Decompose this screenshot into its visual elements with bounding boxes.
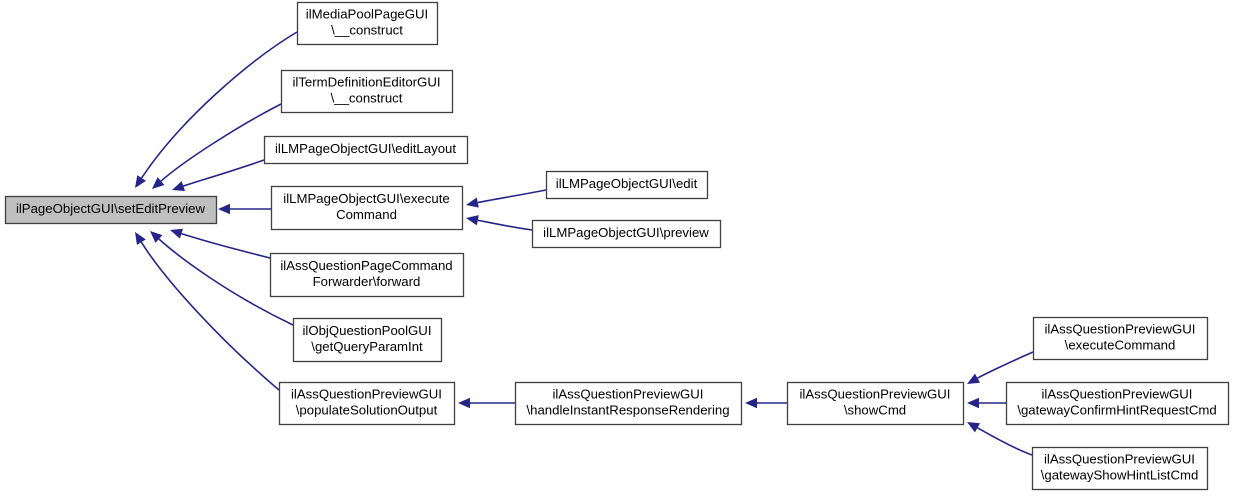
edge-arrowhead xyxy=(150,231,163,243)
edge-arrowhead xyxy=(745,397,757,409)
call-edge xyxy=(466,189,547,208)
node-label-line: \populateSolutionOutput xyxy=(296,402,438,417)
graph-node-qpoolgui_getqueryparamint[interactable]: ilObjQuestionPoolGUI\getQueryParamInt xyxy=(292,317,443,363)
node-label-line: \handleInstantResponseRendering xyxy=(526,402,729,417)
edge-line xyxy=(977,427,1033,456)
edge-arrowhead xyxy=(172,181,186,191)
call-edge xyxy=(172,159,265,191)
call-edge xyxy=(967,422,1033,456)
node-box[interactable] xyxy=(269,252,465,298)
node-box[interactable] xyxy=(278,381,456,426)
node-label-line: ilAssQuestionPreviewGUI xyxy=(1042,386,1193,401)
nodes-layer: ilPageObjectGUI\setEditPreview ilMediaPoo… xyxy=(4,1,1230,491)
graph-node-root[interactable]: ilPageObjectGUI\setEditPreview xyxy=(4,195,218,225)
node-label-line: Forwarder\forward xyxy=(313,274,421,289)
node-box[interactable] xyxy=(1031,446,1209,491)
node-label-line: \showCmd xyxy=(844,402,906,417)
node-label-line: ilAssQuestionPreviewGUI xyxy=(553,386,704,401)
node-label-line: ilTermDefinitionEditorGUI xyxy=(292,74,440,89)
node-label-line: ilAssQuestionPreviewGUI xyxy=(1045,321,1196,336)
edge-arrowhead xyxy=(466,215,479,226)
node-box[interactable] xyxy=(545,170,709,200)
node-label-line: ilLMPageObjectGUI\execute xyxy=(283,191,449,206)
graph-node-lm_executecommand[interactable]: ilLMPageObjectGUI\executeCommand xyxy=(270,185,464,231)
node-label-line: \gatewayShowHintListCmd xyxy=(1041,467,1199,482)
node-label-line: ilLMPageObjectGUI\editLayout xyxy=(275,141,456,156)
graph-node-preview_gatewayshowhintlistcmd[interactable]: ilAssQuestionPreviewGUI\gatewayShowHintL… xyxy=(1031,446,1209,491)
node-label-line: ilAssQuestionPreviewGUI xyxy=(291,386,442,401)
edge-arrowhead xyxy=(466,197,479,208)
graph-node-termdef_construct[interactable]: ilTermDefinitionEditorGUI\__construct xyxy=(280,69,454,114)
node-label-line: ilObjQuestionPoolGUI xyxy=(302,323,431,338)
edge-arrowhead xyxy=(218,203,230,215)
node-box[interactable] xyxy=(292,317,443,363)
node-box[interactable] xyxy=(531,219,722,249)
node-box[interactable] xyxy=(296,1,439,46)
node-label-line: \executeCommand xyxy=(1065,337,1176,352)
node-label-line: ilMediaPoolPageGUI xyxy=(306,6,428,21)
call-edge xyxy=(967,397,1006,409)
node-label-line: ilLMPageObjectGUI\edit xyxy=(556,176,698,191)
node-box[interactable] xyxy=(786,381,965,426)
graph-node-preview_populatesolutionoutput[interactable]: ilAssQuestionPreviewGUI\populateSolution… xyxy=(278,381,456,426)
node-box[interactable] xyxy=(1005,381,1230,426)
graph-node-preview_gatewayconfirmhintrequestcmd[interactable]: ilAssQuestionPreviewGUI\gatewayConfirmHi… xyxy=(1005,381,1230,426)
call-edge xyxy=(458,397,515,409)
edge-line xyxy=(477,219,533,231)
node-label-line: ilLMPageObjectGUI\preview xyxy=(543,225,709,240)
call-edge xyxy=(152,103,282,189)
graph-node-lm_edit[interactable]: ilLMPageObjectGUI\edit xyxy=(545,170,709,200)
node-box[interactable] xyxy=(270,185,464,231)
graph-node-lm_editlayout[interactable]: ilLMPageObjectGUI\editLayout xyxy=(263,135,469,165)
edge-line xyxy=(158,238,294,326)
root-node-box[interactable] xyxy=(4,195,218,225)
node-label-line: ilPageObjectGUI\setEditPreview xyxy=(16,201,206,216)
node-label-line: \getQueryParamInt xyxy=(311,339,423,354)
call-edge xyxy=(170,228,271,259)
node-label-line: Command xyxy=(336,207,397,222)
edge-arrowhead xyxy=(967,397,979,409)
graph-node-mediapool_construct[interactable]: ilMediaPoolPageGUI\__construct xyxy=(296,1,439,46)
node-label-line: ilAssQuestionPreviewGUI xyxy=(1044,451,1195,466)
node-label-line: ilAssQuestionPreviewGUI xyxy=(800,386,951,401)
graph-node-lm_preview[interactable]: ilLMPageObjectGUI\preview xyxy=(531,219,722,249)
graph-node-preview_executecommand[interactable]: ilAssQuestionPreviewGUI\executeCommand xyxy=(1032,316,1209,361)
node-label-line: \__construct xyxy=(331,90,403,105)
edge-line xyxy=(140,241,280,391)
edge-line xyxy=(977,351,1034,379)
edge-arrowhead xyxy=(170,228,184,239)
graph-node-preview_handleinstantresponserendering[interactable]: ilAssQuestionPreviewGUI\handleInstantRes… xyxy=(514,381,743,426)
call-edge xyxy=(150,231,294,326)
edge-line xyxy=(160,103,282,182)
edge-arrowhead xyxy=(135,232,146,245)
node-label-line: ilAssQuestionPageCommand xyxy=(280,258,452,273)
graph-node-pagecmdforwarder_forward[interactable]: ilAssQuestionPageCommandForwarder\forwar… xyxy=(269,252,465,298)
call-edge xyxy=(218,203,271,215)
edge-arrowhead xyxy=(152,177,165,189)
node-box[interactable] xyxy=(1032,316,1209,361)
call-edge xyxy=(135,232,280,391)
call-edge xyxy=(745,397,787,409)
call-edge xyxy=(967,351,1034,384)
call-edge xyxy=(135,31,298,188)
edge-line xyxy=(140,31,298,179)
call-edge xyxy=(466,215,533,231)
edge-line xyxy=(181,232,271,259)
node-box[interactable] xyxy=(280,69,454,114)
edge-arrowhead xyxy=(135,175,146,188)
edge-arrowhead xyxy=(967,373,981,384)
node-box[interactable] xyxy=(263,135,469,165)
node-box[interactable] xyxy=(514,381,743,426)
edge-line xyxy=(183,159,265,187)
edge-arrowhead xyxy=(458,397,470,409)
edge-arrowhead xyxy=(967,422,981,433)
edges-layer xyxy=(135,31,1034,456)
edge-line xyxy=(477,189,547,204)
node-label-line: \__construct xyxy=(331,22,403,37)
node-label-line: \gatewayConfirmHintRequestCmd xyxy=(1017,402,1216,417)
graph-node-preview_showcmd[interactable]: ilAssQuestionPreviewGUI\showCmd xyxy=(786,381,965,426)
